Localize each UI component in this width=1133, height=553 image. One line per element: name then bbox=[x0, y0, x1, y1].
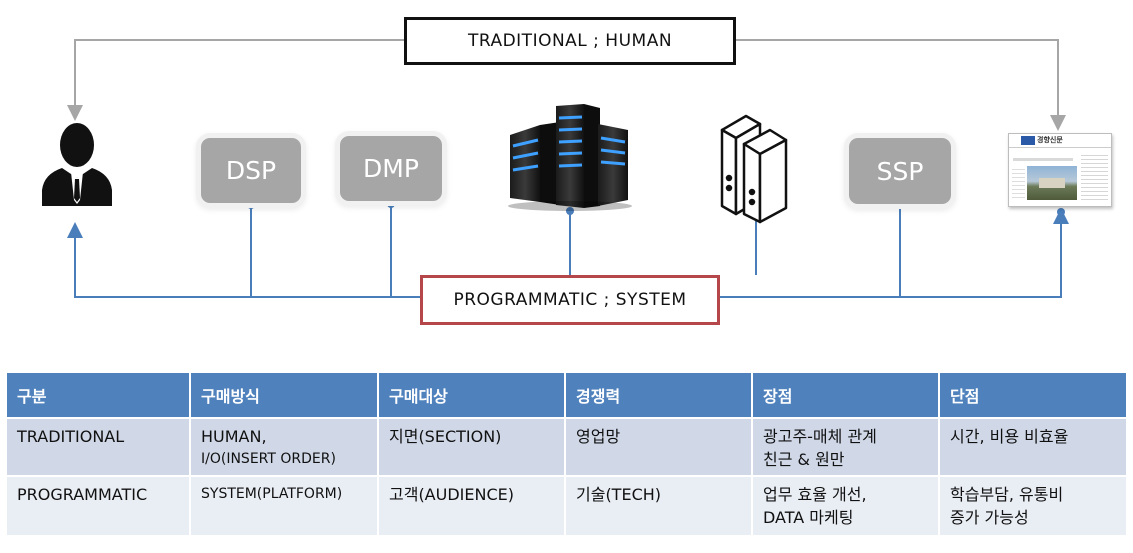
cell-cons: 시간, 비용 비효율 bbox=[939, 417, 1128, 476]
ssp-node: SSP bbox=[849, 138, 951, 204]
cell-line: 업무 효율 개선, bbox=[763, 485, 867, 504]
cell-pros: 업무 효율 개선, DATA 마케팅 bbox=[752, 475, 940, 535]
cell-strength: 기술(TECH) bbox=[565, 475, 753, 535]
newspaper-photo bbox=[1027, 166, 1077, 200]
cell-line: DATA 마케팅 bbox=[763, 508, 854, 527]
dmp-node: DMP bbox=[340, 136, 442, 201]
server-tower-icon bbox=[720, 114, 788, 224]
cell-type: TRADITIONAL bbox=[7, 417, 191, 476]
cell-line: HUMAN, bbox=[201, 427, 267, 446]
newspaper-icon: 경향신문 bbox=[1008, 133, 1112, 207]
header-category: 구분 bbox=[7, 373, 191, 418]
header-purchase-target: 구매대상 bbox=[378, 373, 566, 418]
cell-line: 친근 & 원만 bbox=[763, 450, 845, 469]
newspaper-logo bbox=[1021, 136, 1035, 145]
newspaper-masthead: 경향신문 bbox=[1009, 134, 1111, 148]
table-row: TRADITIONAL HUMAN, I/O(INSERT ORDER) 지면(… bbox=[7, 417, 1128, 476]
traditional-human-label: TRADITIONAL ; HUMAN bbox=[404, 17, 736, 65]
cell-line: SYSTEM(PLATFORM) bbox=[201, 486, 343, 502]
server-rack-icon bbox=[508, 104, 632, 211]
programmatic-system-label: PROGRAMMATIC ; SYSTEM bbox=[420, 275, 720, 325]
newspaper-left-column bbox=[1012, 166, 1025, 200]
cell-type: PROGRAMMATIC bbox=[7, 475, 191, 535]
table-row: PROGRAMMATIC SYSTEM(PLATFORM) 고객(AUDIENC… bbox=[7, 475, 1128, 535]
comparison-table: 구분 구매방식 구매대상 경쟁력 장점 단점 TRADITIONAL HUMAN… bbox=[7, 373, 1128, 535]
newspaper-side-column bbox=[1081, 152, 1108, 200]
header-disadvantages: 단점 bbox=[939, 373, 1128, 418]
header-purchase-method: 구매방식 bbox=[190, 373, 379, 418]
cell-line: 학습부담, 유통비 bbox=[950, 485, 1064, 504]
newspaper-headline-bar bbox=[1013, 158, 1073, 161]
programmatic-connector bbox=[67, 200, 1069, 298]
cell-method: HUMAN, I/O(INSERT ORDER) bbox=[190, 417, 379, 476]
cell-target: 고객(AUDIENCE) bbox=[378, 475, 566, 535]
cell-cons: 학습부담, 유통비 증가 가능성 bbox=[939, 475, 1128, 535]
header-advantages: 장점 bbox=[752, 373, 940, 418]
user-icon bbox=[42, 123, 112, 206]
traditional-connector bbox=[67, 39, 1066, 131]
flow-diagram bbox=[42, 39, 1069, 298]
cell-strength: 영업망 bbox=[565, 417, 753, 476]
cell-line: 증가 가능성 bbox=[950, 508, 1029, 527]
cell-target: 지면(SECTION) bbox=[378, 417, 566, 476]
cell-line: I/O(INSERT ORDER) bbox=[201, 451, 336, 467]
dsp-node: DSP bbox=[201, 138, 301, 203]
cell-pros: 광고주-매체 관계 친근 & 원만 bbox=[752, 417, 940, 476]
table-header-row: 구분 구매방식 구매대상 경쟁력 장점 단점 bbox=[7, 373, 1128, 418]
cell-line: 광고주-매체 관계 bbox=[763, 427, 877, 446]
cell-method: SYSTEM(PLATFORM) bbox=[190, 475, 379, 535]
header-competitiveness: 경쟁력 bbox=[565, 373, 753, 418]
